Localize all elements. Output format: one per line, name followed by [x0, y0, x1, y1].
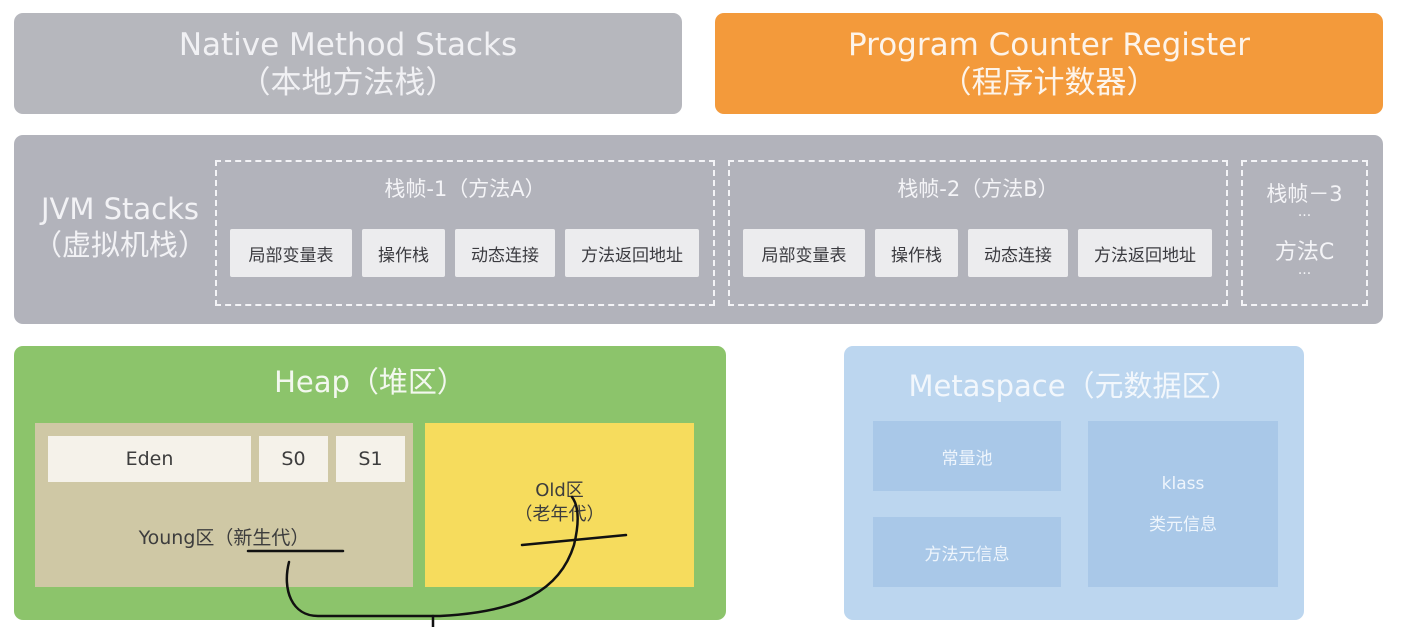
metaspace-box: Metaspace（元数据区） 常量池 方法元信息 klass 类元信息 — [844, 346, 1304, 620]
jvm-stacks-box: JVM Stacks （虚拟机栈） 栈帧-1（方法A） 局部变量表 操作栈 动态… — [14, 135, 1383, 324]
stack-frame-1-title: 栈帧-1（方法A） — [384, 177, 546, 201]
stack-frame-3-dots-top: ... — [1297, 204, 1312, 220]
constant-pool-label: 常量池 — [941, 448, 993, 469]
frame-2-operand-stack: 操作栈 — [875, 229, 958, 277]
stack-frame-2: 栈帧-2（方法B） 局部变量表 操作栈 动态连接 方法返回地址 — [728, 160, 1228, 306]
metaspace-title: Metaspace（元数据区） — [908, 369, 1240, 403]
frame-1-return-address: 方法返回地址 — [565, 229, 699, 277]
stack-frame-3: 栈帧－3 ... 方法C ... — [1241, 160, 1368, 306]
jvm-stacks-subtitle: （虚拟机栈） — [32, 228, 207, 262]
frame-2-return-address: 方法返回地址 — [1078, 229, 1212, 277]
old-generation-title: Old区 — [535, 480, 584, 501]
klass-label: klass — [1161, 473, 1205, 494]
class-metadata-label: 类元信息 — [1149, 514, 1217, 535]
klass-box: klass 类元信息 — [1088, 421, 1278, 587]
young-generation-box: Eden S0 S1 Young区（新生代） — [35, 423, 413, 587]
heap-title: Heap（堆区） — [274, 365, 466, 399]
old-generation-subtitle: （老年代） — [514, 504, 605, 525]
native-method-stacks-subtitle: （本地方法栈） — [239, 64, 457, 101]
heap-box: Heap（堆区） Eden S0 S1 Young区（新生代） Old区 （老年… — [14, 346, 726, 620]
stack-frame-3-title: 栈帧－3 — [1266, 182, 1343, 206]
frame-2-dynamic-linking: 动态连接 — [968, 229, 1068, 277]
stack-frame-3-dots-bottom: ... — [1297, 262, 1312, 278]
stack-frame-2-title: 栈帧-2（方法B） — [897, 177, 1059, 201]
native-method-stacks-box: Native Method Stacks （本地方法栈） — [14, 13, 682, 114]
old-generation-label: Old区 （老年代） — [425, 479, 694, 527]
stack-frame-3-method: 方法C — [1274, 240, 1335, 265]
native-method-stacks-title: Native Method Stacks — [178, 26, 518, 63]
constant-pool-box: 常量池 — [873, 421, 1061, 491]
survivor-s0: S0 — [259, 436, 328, 482]
frame-1-dynamic-linking: 动态连接 — [455, 229, 555, 277]
frame-2-local-variables: 局部变量表 — [743, 229, 865, 277]
young-generation-label: Young区（新生代） — [138, 527, 310, 549]
program-counter-subtitle: （程序计数器） — [940, 64, 1158, 101]
survivor-s1: S1 — [336, 436, 405, 482]
program-counter-register-box: Program Counter Register （程序计数器） — [715, 13, 1383, 114]
frame-1-local-variables: 局部变量表 — [230, 229, 352, 277]
jvm-stacks-title: JVM Stacks — [40, 192, 200, 226]
eden-space: Eden — [48, 436, 251, 482]
jvm-stacks-label: JVM Stacks （虚拟机栈） — [20, 191, 220, 263]
method-metadata-box: 方法元信息 — [873, 517, 1061, 587]
frame-1-operand-stack: 操作栈 — [362, 229, 445, 277]
program-counter-title: Program Counter Register — [847, 26, 1251, 63]
method-metadata-label: 方法元信息 — [924, 544, 1010, 565]
stack-frame-1: 栈帧-1（方法A） 局部变量表 操作栈 动态连接 方法返回地址 — [215, 160, 715, 306]
old-generation-box: Old区 （老年代） — [425, 423, 694, 587]
